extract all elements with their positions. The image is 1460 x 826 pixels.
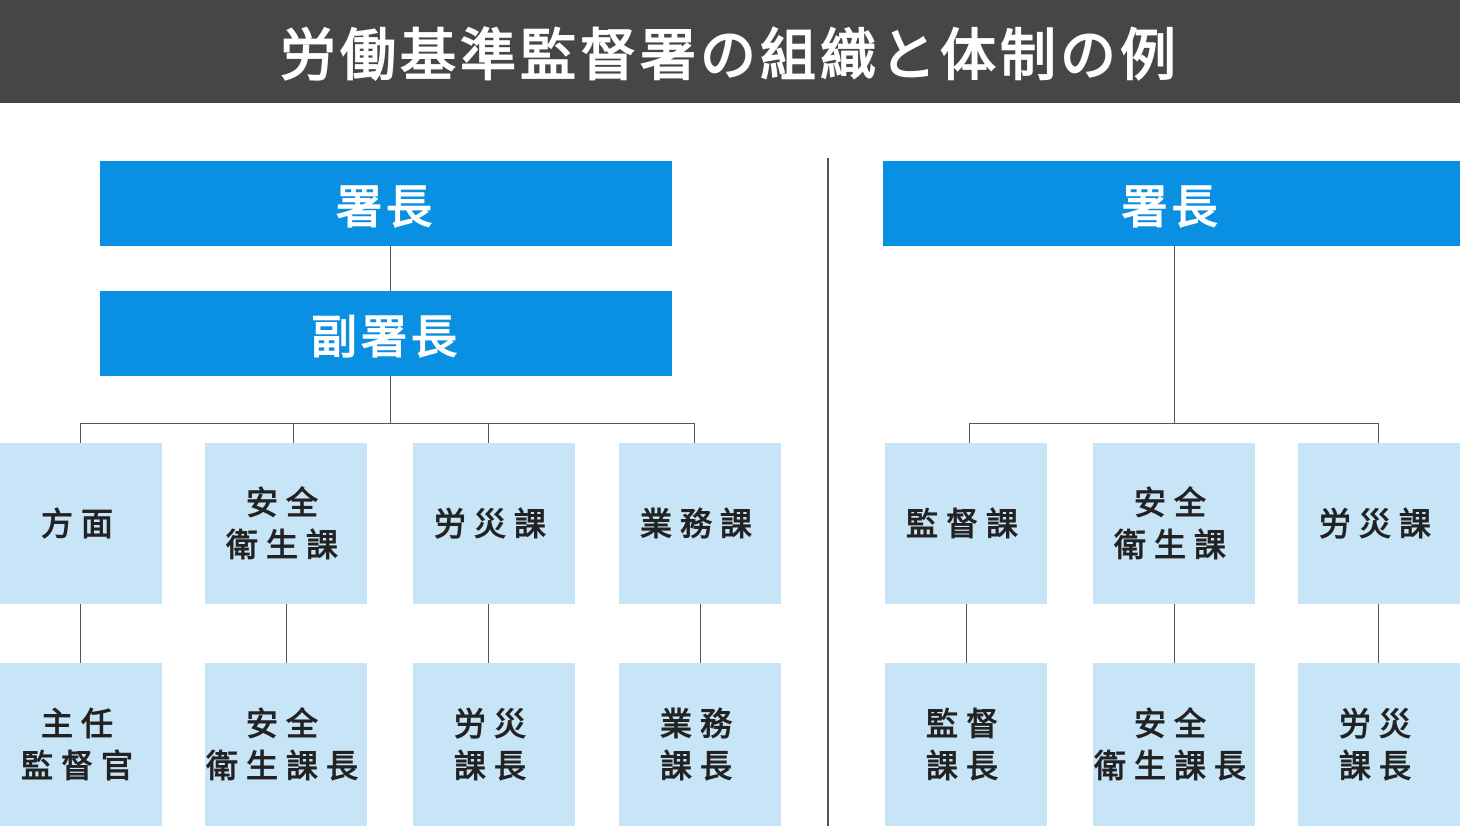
right-head-box-1: 監督 課長 [885,663,1047,826]
right-head-label: 監督 課長 [925,704,1006,785]
connector-left-drop-3 [488,423,489,443]
left-deputy-label: 副署長 [311,309,461,364]
left-dept-label: 業務課 [639,504,760,543]
right-head-box-3: 労災 課長 [1298,663,1460,826]
right-dept-label: 労災課 [1318,504,1439,543]
right-head-box-2: 安全 衛生課長 [1093,663,1255,826]
left-dept-label: 方面 [40,504,121,543]
connector-chief-deputy [390,246,391,291]
connector-right-horizontal [969,423,1379,424]
connector-right-vert-1 [966,604,967,663]
right-chief-box: 署長 [883,161,1460,246]
left-head-label: 業務 課長 [659,704,740,785]
right-dept-box-2: 安全 衛生課 [1093,443,1255,604]
left-head-label: 労災 課長 [453,704,534,785]
title-bar: 労働基準監督署の組織と体制の例 [0,0,1460,103]
left-dept-box-3: 労災課 [413,443,575,604]
right-dept-box-3: 労災課 [1298,443,1460,604]
connector-left-horizontal [80,423,695,424]
right-dept-box-1: 監督課 [885,443,1047,604]
left-head-box-3: 労災 課長 [413,663,575,826]
connector-left-vert-4 [700,604,701,663]
left-chief-label: 署長 [336,179,436,234]
left-deputy-box: 副署長 [100,291,672,376]
right-head-label: 安全 衛生課長 [1093,704,1254,785]
left-head-label: 安全 衛生課長 [205,704,366,785]
connector-left-vert-1 [80,604,81,663]
page-title: 労働基準監督署の組織と体制の例 [280,24,1180,89]
left-head-box-2: 安全 衛生課長 [205,663,367,826]
right-dept-label: 監督課 [905,504,1026,543]
left-dept-label: 安全 衛生課 [225,483,346,564]
left-head-box-4: 業務 課長 [619,663,781,826]
connector-right-vert-2 [1174,604,1175,663]
connector-left-drop-2 [293,423,294,443]
left-head-label: 主任 監督官 [20,704,141,785]
connector-left-drop-4 [694,423,695,443]
connector-left-vert-3 [488,604,489,663]
right-dept-label: 安全 衛生課 [1113,483,1234,564]
left-dept-box-2: 安全 衛生課 [205,443,367,604]
connector-deputy-down [390,376,391,423]
connector-left-vert-2 [286,604,287,663]
right-head-label: 労災 課長 [1338,704,1419,785]
connector-right-vert-3 [1378,604,1379,663]
right-chief-label: 署長 [1121,179,1222,234]
connector-left-drop-1 [80,423,81,443]
connector-right-drop-1 [969,423,970,443]
left-dept-box-1: 方面 [0,443,162,604]
left-head-box-1: 主任 監督官 [0,663,162,826]
connector-right-chief-down [1174,246,1175,423]
left-dept-label: 労災課 [433,504,554,543]
left-chief-box: 署長 [100,161,672,246]
section-divider [827,158,829,826]
connector-right-drop-3 [1378,423,1379,443]
left-dept-box-4: 業務課 [619,443,781,604]
